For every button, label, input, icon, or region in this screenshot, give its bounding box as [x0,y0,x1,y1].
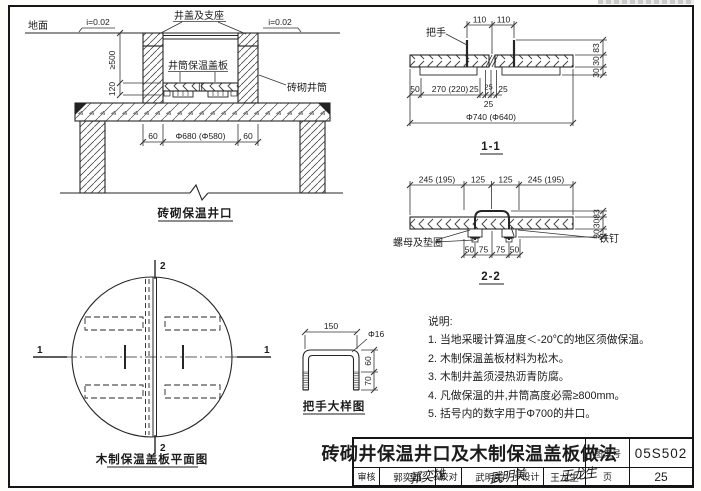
dim-83-22: 83 [592,209,602,219]
scan-edge-artifact [598,0,694,4]
handle-linework [302,349,360,391]
dim-phi16: Φ16 [368,329,385,339]
dim-75-left: 75 [479,245,489,255]
section11-dimension-lines [406,21,607,155]
dim-25-center: 25 [484,99,494,109]
dim-125-left: 125 [471,175,485,185]
handle-dimension-lines [301,328,378,415]
slope-left-label: i=0.02 [86,17,110,27]
note-item-2: 2. 木制保温盖板材料为松木。 [428,352,570,365]
section-1-1-drawing: 把手 110 110 83 30 30 50 270 (220) 25 25 2… [406,15,607,155]
drawing-title: 砖砌井保温井口及木制保温盖板做法 [322,439,617,467]
section2-mark-bottom: 2 [160,443,166,454]
atlas-number-value: 05S502 [634,445,688,461]
dim-75-right: 75 [496,245,506,255]
dim-25-c: 25 [498,84,508,94]
note-item-1: 1. 当地采暖计算温度＜-20℃的地区须做保温。 [428,334,650,347]
insulation-plate-label: 井筒保温盖板 [168,59,228,72]
section22-title: 2-2 [481,271,501,283]
ground-label: 地面 [28,19,48,32]
page-label: 页 [586,468,630,485]
dim-opening: Φ680 (Φ580) [176,131,226,141]
handle-detail-title: 把手大样图 [303,399,366,413]
dim-50: 50 [410,84,420,94]
slope-right-label: i=0.02 [268,17,292,27]
dim-25-b: 25 [484,83,492,92]
cover-plan-drawing: 1 1 2 2 木制保温盖板平面图 [33,260,271,468]
wellhead-dimension-lines [78,21,302,222]
reviewer-label: 审核 [354,468,380,485]
page-number: 25 [654,469,668,484]
dim-30-a-22: 30 [592,219,602,229]
dim-110-left: 110 [473,15,487,25]
handle-detail-drawing: 150 Φ16 60 70 把手大样图 [301,321,385,415]
nail-label: 铁钉 [599,232,619,245]
brick-wellhead-drawing: 地面 i=0.02 i=0.02 井盖及支座 井筒保温盖板 砖砌井筒 ≥500 … [25,9,343,222]
wellhead-title: 砖砌保温井口 [158,206,233,220]
section22-dimension-lines [406,181,607,285]
dim-30-a: 30 [591,56,601,66]
section11-title: 1-1 [481,141,501,153]
plan-linework [33,260,271,468]
dim-245-right: 245 (195) [528,175,565,185]
reviewer-name: 郭奕雄 [380,468,436,485]
notes-block: 说明: 1. 当地采暖计算温度＜-20℃的地区须做保温。 2. 木制保温盖板材料… [420,313,694,423]
section2-mark-top: 2 [160,261,166,272]
checker-label: 校对 [436,468,462,485]
section-2-2-drawing: 245 (195) 125 125 245 (195) 螺母及垫圈 铁钉 50 … [393,175,619,285]
dim-30-b-22: 30 [592,229,602,239]
section22-linework [409,210,574,243]
cover-seat-label: 井盖及支座 [174,9,224,22]
dim-70: 70 [363,376,373,386]
plan-title: 木制保温盖板平面图 [95,452,209,466]
dim-25-a: 25 [469,84,479,94]
designer-label: 设计 [518,468,544,485]
dim-50-left: 50 [465,245,475,255]
page-border-frame [8,5,694,488]
section1-mark-right: 1 [264,345,270,356]
dim-30-b: 30 [591,68,601,78]
dim-depth: ≥500 [107,50,117,69]
atlas-number-label: 图集号 [586,439,630,467]
dim-left-60: 60 [148,131,158,141]
dim-overall-740: Φ740 (Φ640) [466,112,516,122]
dim-150: 150 [324,321,338,331]
note-item-3: 3. 木制井盖须浸热沥青防腐。 [428,371,570,384]
handle-label: 把手 [426,26,446,39]
section1-mark-left: 1 [37,345,43,356]
section11-linework [409,40,574,76]
title-block-row-roles: 审核 郭奕雄 校对 武明美 设计 王龙生 页 25 [354,468,692,485]
note-item-4: 4. 凡做保温的井,井筒高度必需≥800mm。 [428,389,626,402]
dim-125-right: 125 [498,175,512,185]
dim-50-right: 50 [510,245,520,255]
dim-110-right: 110 [497,15,511,25]
dim-plate-zone: 120 [107,82,117,96]
brick-shaft-label: 砖砌井筒 [287,81,327,94]
nut-washer-label: 螺母及垫圈 [393,236,443,249]
note-item-5: 5. 括号内的数字用于Φ700的井口。 [428,408,597,421]
dim-83: 83 [591,43,601,53]
dim-60: 60 [363,356,373,366]
designer-name: 王龙生 [544,468,586,485]
wellhead-linework [25,32,343,202]
title-block: 砖砌井保温井口及木制保温盖板做法 图集号 05S502 审核 郭奕雄 校对 武明… [322,437,694,487]
title-block-row-main: 砖砌井保温井口及木制保温盖板做法 图集号 05S502 [322,439,692,468]
dim-right-60: 60 [243,131,253,141]
dim-245-left: 245 (195) [419,175,456,185]
dim-270: 270 (220) [432,84,469,94]
checker-name: 武明美 [462,468,518,485]
notes-heading: 说明: [428,316,453,328]
